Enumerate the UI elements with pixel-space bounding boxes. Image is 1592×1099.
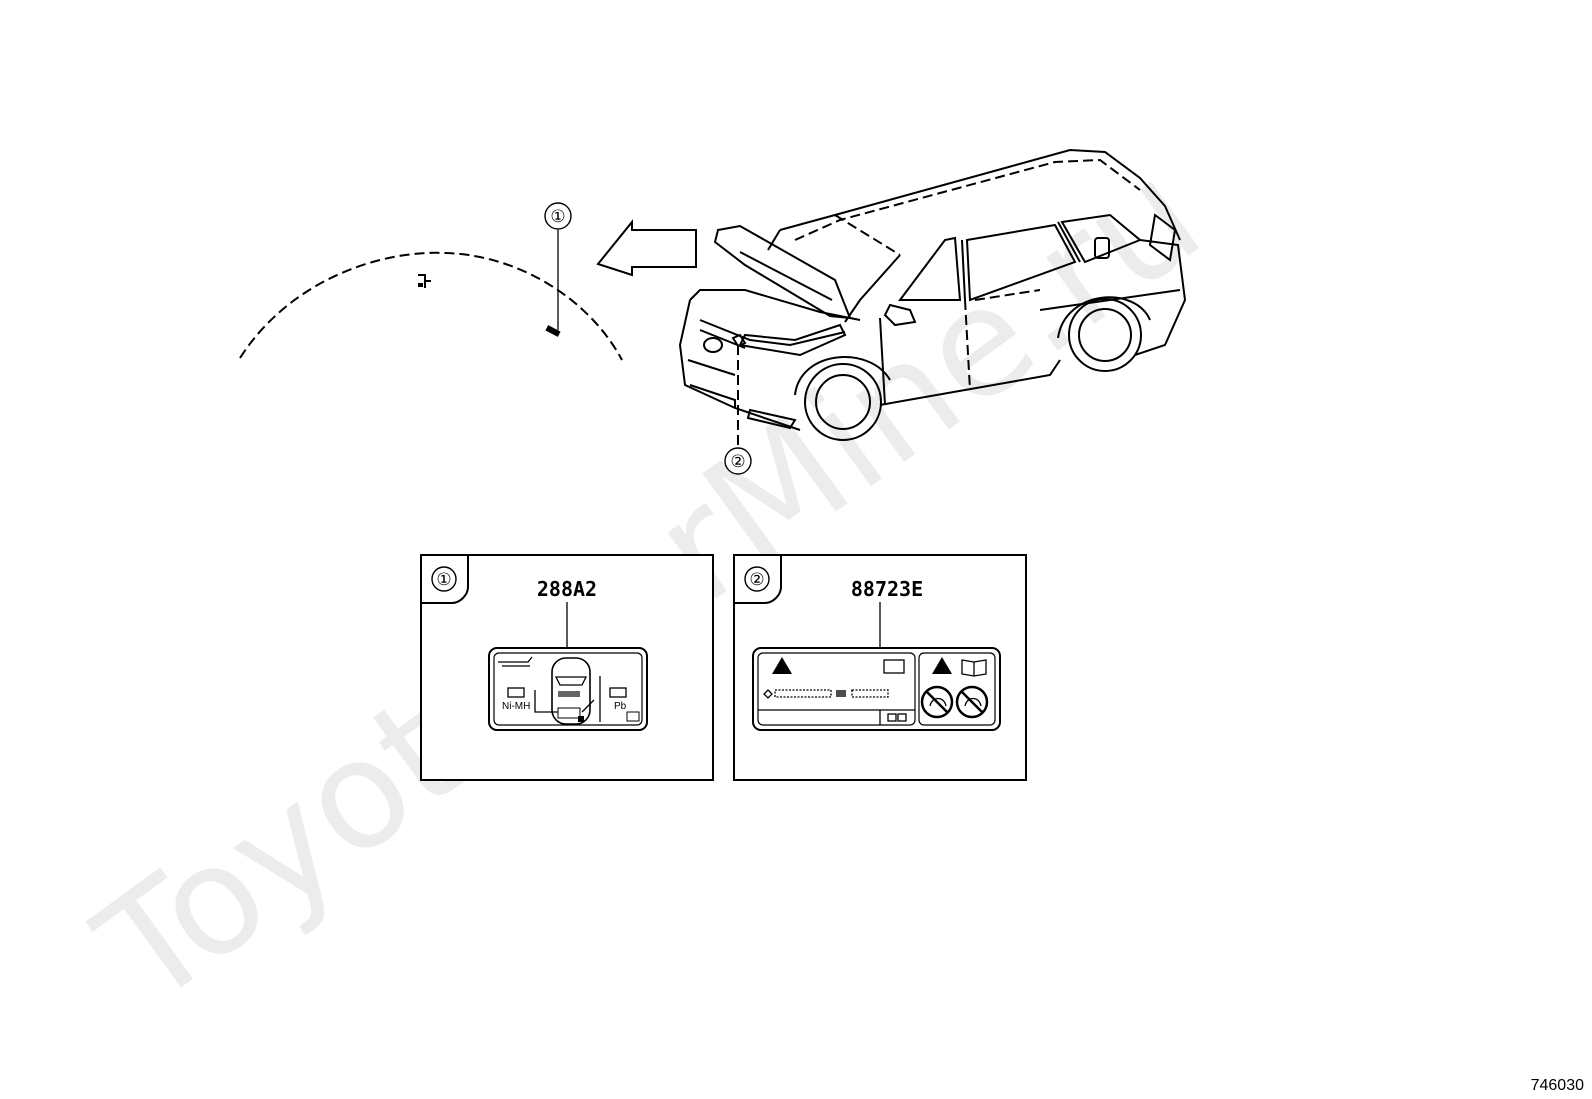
minivan-illustration <box>678 148 1187 441</box>
figure-id: 746030 <box>1531 1077 1584 1094</box>
hood-latch-icon <box>418 274 431 288</box>
callout-2: ② <box>724 345 752 475</box>
callout-1: ① <box>544 202 572 230</box>
hood-detail-view <box>239 230 623 361</box>
warning-icon <box>772 657 792 674</box>
pb-text: Pb <box>614 701 627 712</box>
part-code-288A2: 288A2 <box>537 577 597 601</box>
part-code-88723E: 88723E <box>851 577 923 601</box>
panel-288A2: ① 288A2 Ni-MH Pb <box>420 554 714 781</box>
label-marker-1 <box>545 230 561 337</box>
panel-88723E: ② 88723E <box>733 554 1027 781</box>
callout-1-number: ① <box>550 207 565 227</box>
direction-arrow <box>596 219 697 277</box>
battery-label-sticker: Ni-MH Pb <box>488 647 648 731</box>
panel-1-number: ① <box>436 570 451 590</box>
caution-label-sticker <box>752 647 1001 731</box>
nimh-text: Ni-MH <box>502 701 530 712</box>
callout-2-number: ② <box>730 452 745 472</box>
warning-icon-2 <box>932 657 952 674</box>
panel-2-number: ② <box>749 570 764 590</box>
